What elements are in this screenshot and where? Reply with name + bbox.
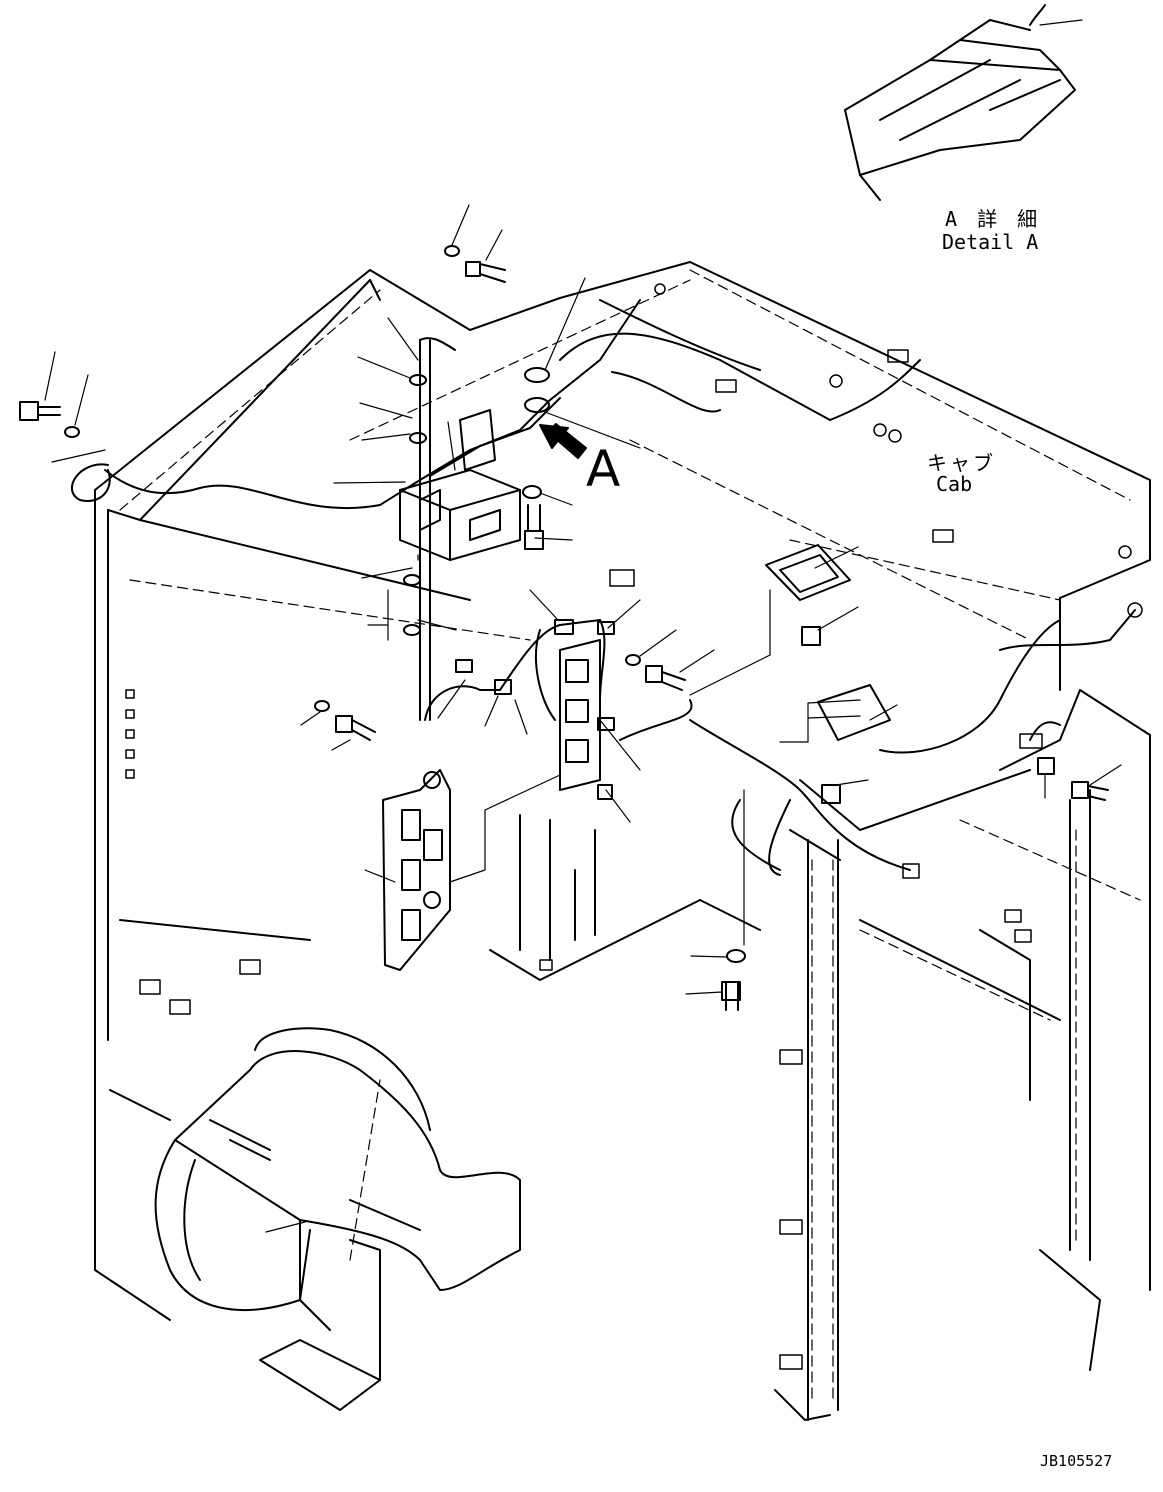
view-arrow <box>539 423 587 459</box>
lamp-unit <box>765 544 891 741</box>
detail-a-view <box>844 4 1076 201</box>
bolts <box>19 261 1109 1011</box>
leader-lines <box>44 19 1122 1233</box>
vertical-conduit <box>419 337 606 741</box>
detail-a-title-en: Detail A <box>942 230 1039 254</box>
detail-a-title-jp: A 詳 細 <box>945 207 1042 231</box>
bracket-plate <box>382 769 451 971</box>
clamps <box>403 367 615 731</box>
cab-frame <box>94 261 1151 1421</box>
washers <box>64 245 746 963</box>
cab-label-en: Cab <box>936 472 973 496</box>
switch-panel <box>559 639 601 791</box>
view-arrow-letter: A <box>586 440 621 498</box>
connectors <box>125 283 1143 1370</box>
wire-harness <box>70 299 1136 876</box>
operator-seat <box>154 1027 521 1411</box>
cab-label-jp: キャブ <box>927 451 996 475</box>
controller-box <box>399 409 521 561</box>
hidden-lines <box>94 269 1141 1401</box>
drawing-number: JB105527 <box>1040 1452 1113 1470</box>
